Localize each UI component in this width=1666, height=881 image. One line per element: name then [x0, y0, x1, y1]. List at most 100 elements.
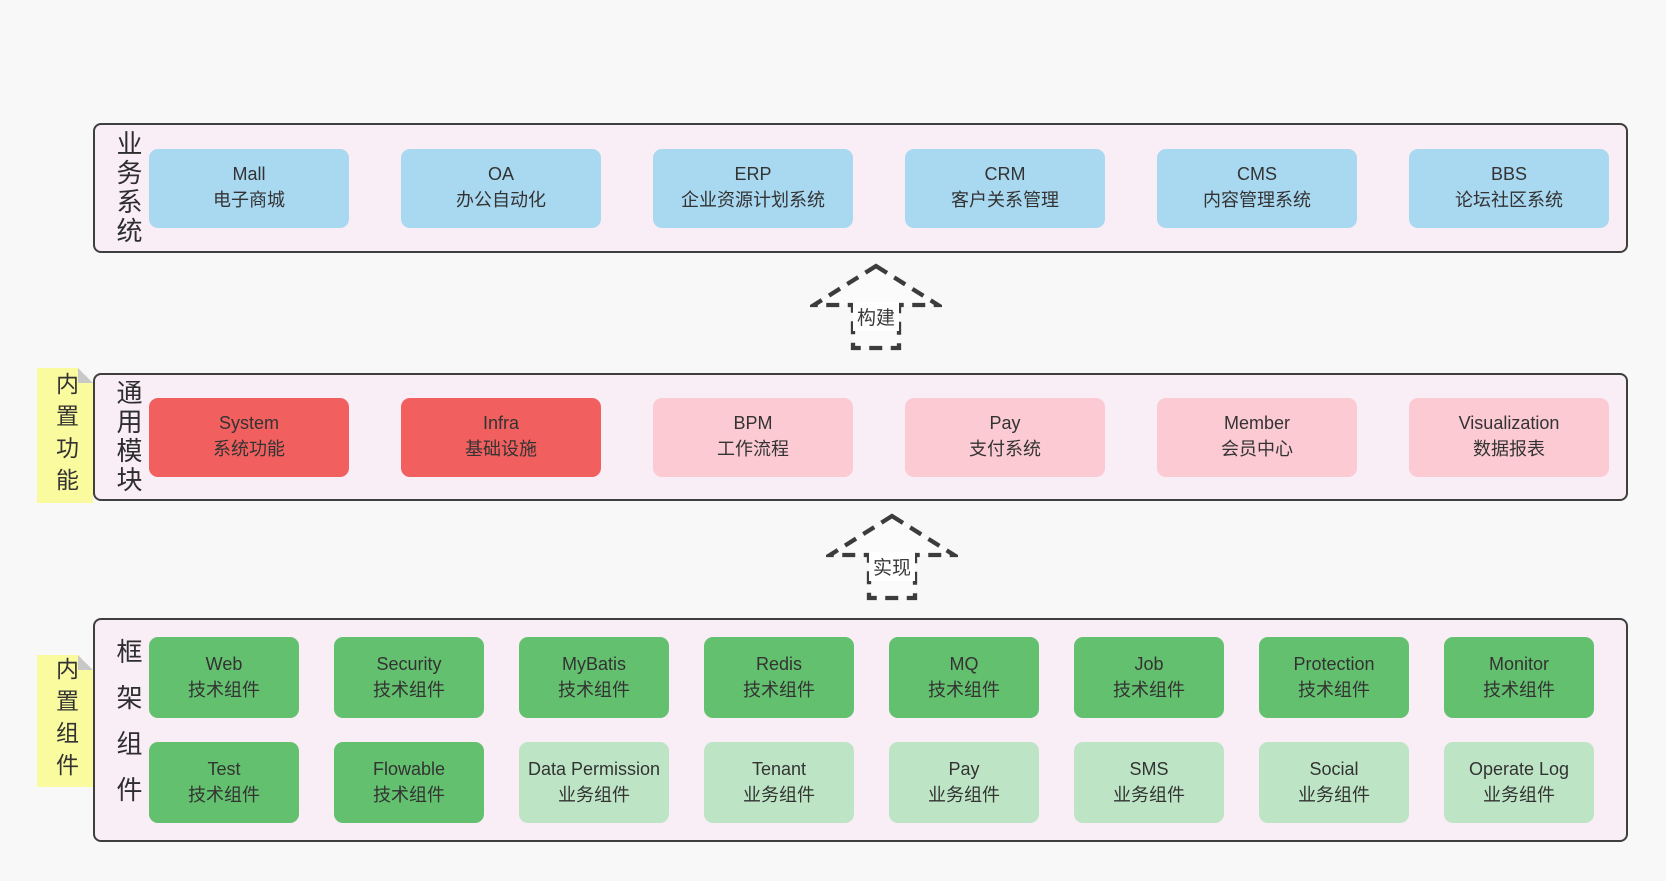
component-desc: 会员中心: [1221, 439, 1293, 459]
component-box-bbs: BBS 论坛社区系统: [1409, 148, 1609, 228]
component-desc: 论坛社区系统: [1455, 190, 1563, 210]
component-desc: 技术组件: [928, 679, 1000, 700]
component-desc: 业务组件: [1483, 784, 1555, 805]
component-desc: 业务组件: [743, 784, 815, 805]
component-name: Infra: [482, 413, 520, 434]
component-name: Tenant: [751, 758, 807, 779]
component-desc: 技术组件: [558, 679, 630, 700]
component-desc: 技术组件: [188, 784, 260, 805]
component-desc: 技术组件: [373, 679, 445, 700]
component-desc: 客户关系管理: [951, 190, 1059, 210]
component-name: System: [218, 413, 279, 434]
component-desc: 电子商城: [213, 190, 285, 210]
component-box-tenant: Tenant 业务组件: [704, 742, 854, 823]
component-box-pay: Pay 业务组件: [889, 742, 1039, 823]
component-desc: 数据报表: [1473, 439, 1545, 459]
component-desc: 技术组件: [1113, 679, 1185, 700]
sticky-note-builtin-components: 内置组件: [37, 655, 93, 787]
component-box-cms: CMS 内容管理系统: [1157, 148, 1357, 228]
component-box-crm: CRM 客户关系管理: [905, 148, 1105, 228]
band-label-framework-components: 框架组件: [113, 638, 143, 822]
band-label-business-systems: 业务系统: [113, 130, 143, 246]
component-name: OA: [487, 164, 514, 185]
component-name: Web: [205, 653, 243, 674]
component-desc: 系统功能: [213, 439, 285, 459]
component-name: Pay: [948, 758, 980, 779]
arrow-up-implement: 实现: [826, 512, 958, 602]
component-name: Test: [207, 758, 241, 779]
component-name: Job: [1134, 653, 1164, 674]
sticky-note-builtin-features: 内置功能: [37, 368, 93, 503]
component-box-visualization: Visualization 数据报表: [1409, 397, 1609, 477]
component-name: Operate Log: [1468, 758, 1570, 779]
component-box-infra: Infra 基础设施: [401, 397, 601, 477]
component-desc: 企业资源计划系统: [681, 190, 825, 210]
component-box-system: System 系统功能: [149, 397, 349, 477]
component-desc: 业务组件: [1298, 784, 1370, 805]
component-desc: 技术组件: [1483, 679, 1555, 700]
component-desc: 业务组件: [1113, 784, 1185, 805]
component-desc: 业务组件: [928, 784, 1000, 805]
component-desc: 技术组件: [373, 784, 445, 805]
folded-corner-icon: [78, 368, 93, 383]
component-name: MyBatis: [561, 653, 626, 674]
component-desc: 基础设施: [465, 439, 537, 459]
component-box-job: Job 技术组件: [1074, 637, 1224, 718]
component-name: Member: [1223, 413, 1290, 434]
component-desc: 支付系统: [969, 439, 1041, 459]
arrow-label-implement: 实现: [868, 552, 916, 581]
component-box-security: Security 技术组件: [334, 637, 484, 718]
component-box-oa: OA 办公自动化: [401, 148, 601, 228]
component-box-member: Member 会员中心: [1157, 397, 1357, 477]
component-name: Visualization: [1458, 413, 1560, 434]
component-box-web: Web 技术组件: [149, 637, 299, 718]
component-name: Protection: [1293, 653, 1375, 674]
sticky-note-label: 内置功能: [52, 371, 79, 500]
component-box-monitor: Monitor 技术组件: [1444, 637, 1594, 718]
component-desc: 技术组件: [1298, 679, 1370, 700]
component-name: Pay: [989, 413, 1021, 434]
sticky-note-label: 内置组件: [52, 657, 79, 785]
band-business-systems: 业务系统 Mall 电子商城 OA 办公自动化 ERP 企业资源计划系统 CRM 客户关系管理…: [93, 123, 1628, 253]
arrow-label-build: 构建: [852, 302, 900, 331]
component-box-mall: Mall 电子商城: [149, 148, 349, 228]
component-box-flowable: Flowable 技术组件: [334, 742, 484, 823]
component-box-test: Test 技术组件: [149, 742, 299, 823]
component-name: Monitor: [1488, 653, 1550, 674]
band-grid-business-systems: Mall 电子商城 OA 办公自动化 ERP 企业资源计划系统 CRM 客户关系管理 CMS 内容…: [149, 125, 1626, 251]
component-name: Security: [376, 653, 442, 674]
component-name: Flowable: [372, 758, 446, 779]
component-box-data-permission: Data Permission 业务组件: [519, 742, 669, 823]
component-name: Social: [1309, 758, 1359, 779]
component-desc: 技术组件: [188, 679, 260, 700]
component-name: CRM: [984, 164, 1026, 185]
component-box-operate-log: Operate Log 业务组件: [1444, 742, 1594, 823]
component-desc: 内容管理系统: [1203, 190, 1311, 210]
component-box-protection: Protection 技术组件: [1259, 637, 1409, 718]
component-name: BPM: [733, 413, 773, 434]
arrow-up-build: 构建: [810, 262, 942, 352]
band-grid-common-modules: System 系统功能 Infra 基础设施 BPM 工作流程 Pay 支付系统 Member 会…: [149, 375, 1626, 499]
component-desc: 工作流程: [717, 439, 789, 459]
component-name: Mall: [232, 164, 266, 185]
component-name: CMS: [1237, 164, 1277, 185]
component-desc: 技术组件: [743, 679, 815, 700]
component-box-mybatis: MyBatis 技术组件: [519, 637, 669, 718]
component-box-erp: ERP 企业资源计划系统: [653, 148, 853, 228]
folded-corner-icon: [78, 655, 93, 670]
component-desc: 办公自动化: [456, 190, 546, 210]
component-name: SMS: [1129, 758, 1169, 779]
band-common-modules: 通用模块 System 系统功能 Infra 基础设施 BPM 工作流程 Pay 支付系统 Me…: [93, 373, 1628, 501]
component-name: BBS: [1490, 164, 1528, 185]
component-name: ERP: [734, 164, 772, 185]
component-name: Data Permission: [527, 758, 661, 779]
component-desc: 业务组件: [558, 784, 630, 805]
component-box-pay: Pay 支付系统: [905, 397, 1105, 477]
component-box-bpm: BPM 工作流程: [653, 397, 853, 477]
band-label-common-modules: 通用模块: [113, 379, 143, 495]
